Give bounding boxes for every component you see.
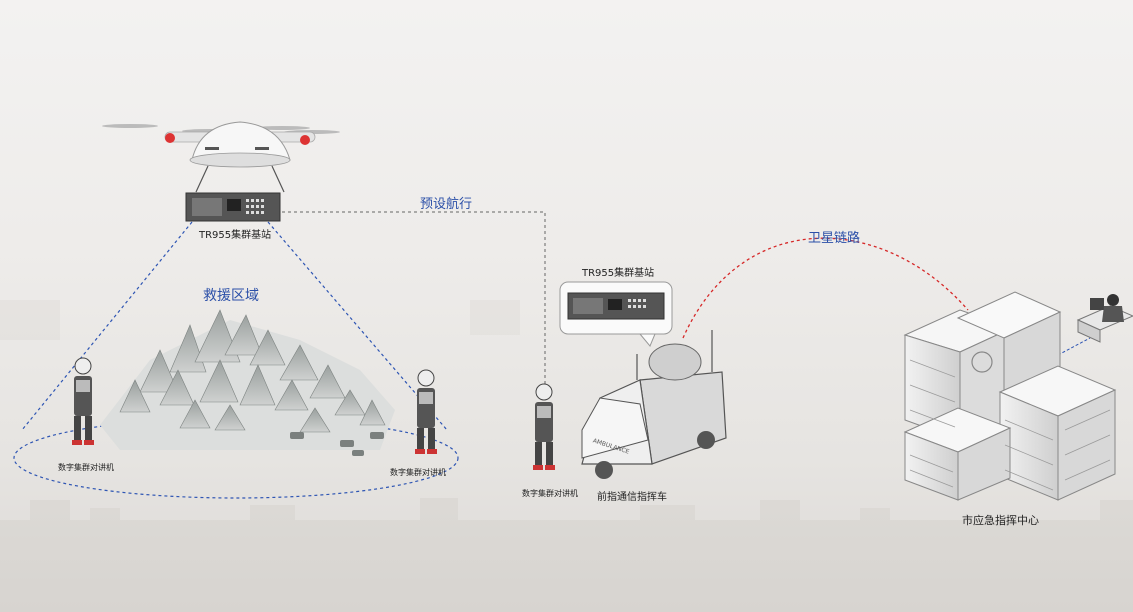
operator-desk-icon	[1076, 294, 1133, 343]
drone-base-station-icon	[185, 192, 281, 222]
coverage-cone-left	[21, 221, 193, 431]
background-town	[0, 300, 1133, 612]
preset-route-label: 预设航行	[420, 197, 473, 212]
vehicle-base-station-callout	[559, 281, 673, 347]
coverage-ellipse	[13, 417, 459, 499]
rescuer-center-icon	[533, 383, 555, 470]
radio-right-label: 数字集群对讲机	[390, 468, 446, 477]
rescuer-left-icon	[72, 357, 94, 445]
radio-center-label: 数字集群对讲机	[522, 489, 578, 498]
drone-icon	[102, 121, 340, 193]
city-command-center-icon	[903, 291, 1117, 501]
radio-left-label: 数字集群对讲机	[58, 463, 114, 472]
city-command-center-label: 市应急指挥中心	[962, 514, 1039, 527]
satellite-link-arc	[682, 237, 969, 339]
drone-base-station-label: TR955集群基站	[199, 230, 272, 241]
rescuer-right-icon	[415, 369, 437, 454]
command-vehicle-label: 前指通信指挥车	[597, 492, 667, 503]
satellite-link-label: 卫星链路	[808, 231, 861, 246]
rescue-area-label: 救援区域	[203, 288, 259, 304]
operator-link-line	[1057, 337, 1091, 356]
vehicle-base-station-label: TR955集群基站	[582, 268, 655, 279]
command-vehicle-icon	[581, 330, 727, 479]
rescue-area-terrain	[100, 309, 395, 456]
